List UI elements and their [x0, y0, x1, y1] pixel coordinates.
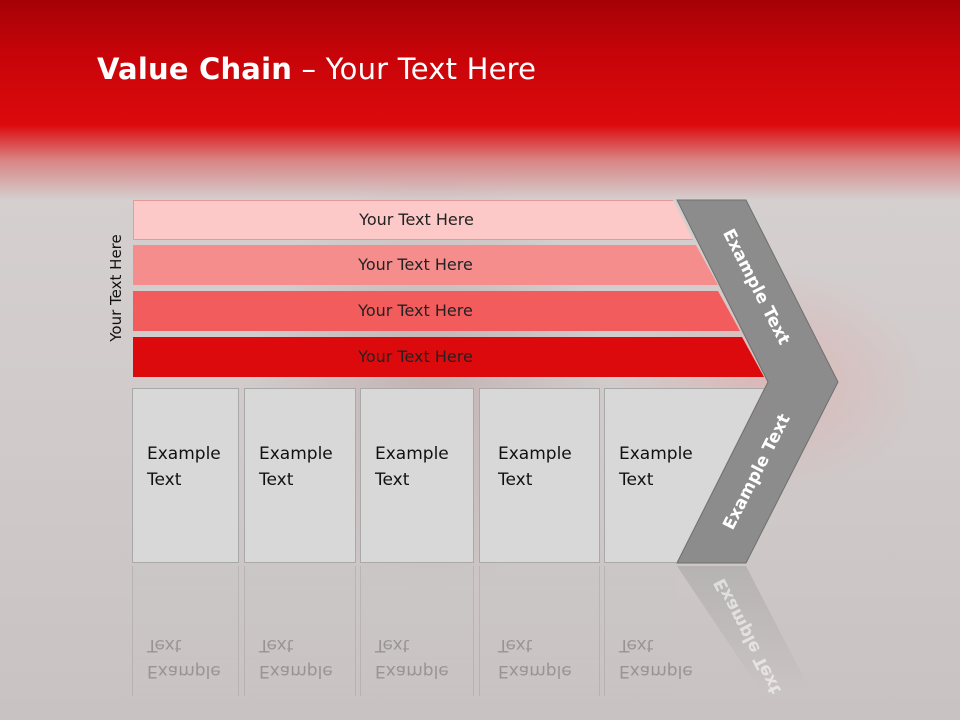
box-2-line1: Example: [259, 444, 333, 464]
chevron-reflection: [677, 566, 810, 690]
header-band: [0, 0, 960, 200]
bar-1: Your Text Here: [133, 200, 693, 240]
box-1-line1: Example: [147, 444, 221, 464]
bar-3-label: Your Text Here: [358, 301, 473, 320]
box-5-line2: Text: [619, 470, 654, 490]
bar-3: Your Text Here: [133, 291, 740, 331]
bar-4-label: Your Text Here: [358, 347, 473, 366]
bar-2-label: Your Text Here: [358, 255, 473, 274]
box-3-line1: Example: [375, 444, 449, 464]
bar-2: Your Text Here: [133, 245, 718, 285]
title-rest: – Your Text Here: [292, 52, 537, 86]
box-2-line2: Text: [259, 470, 294, 490]
bar-1-label: Your Text Here: [359, 210, 474, 229]
chevron-shape: [676, 199, 839, 564]
title-bold: Value Chain: [97, 52, 293, 86]
slide-title: Value Chain – Your Text Here: [97, 52, 536, 86]
box-1-line2: Text: [147, 470, 182, 490]
box-3-line2: Text: [375, 470, 410, 490]
bar-4: Your Text Here: [133, 337, 764, 377]
box-5-line1: Example: [619, 444, 693, 464]
box-4-line1: Example: [498, 444, 572, 464]
box-4-line2: Text: [498, 470, 533, 490]
